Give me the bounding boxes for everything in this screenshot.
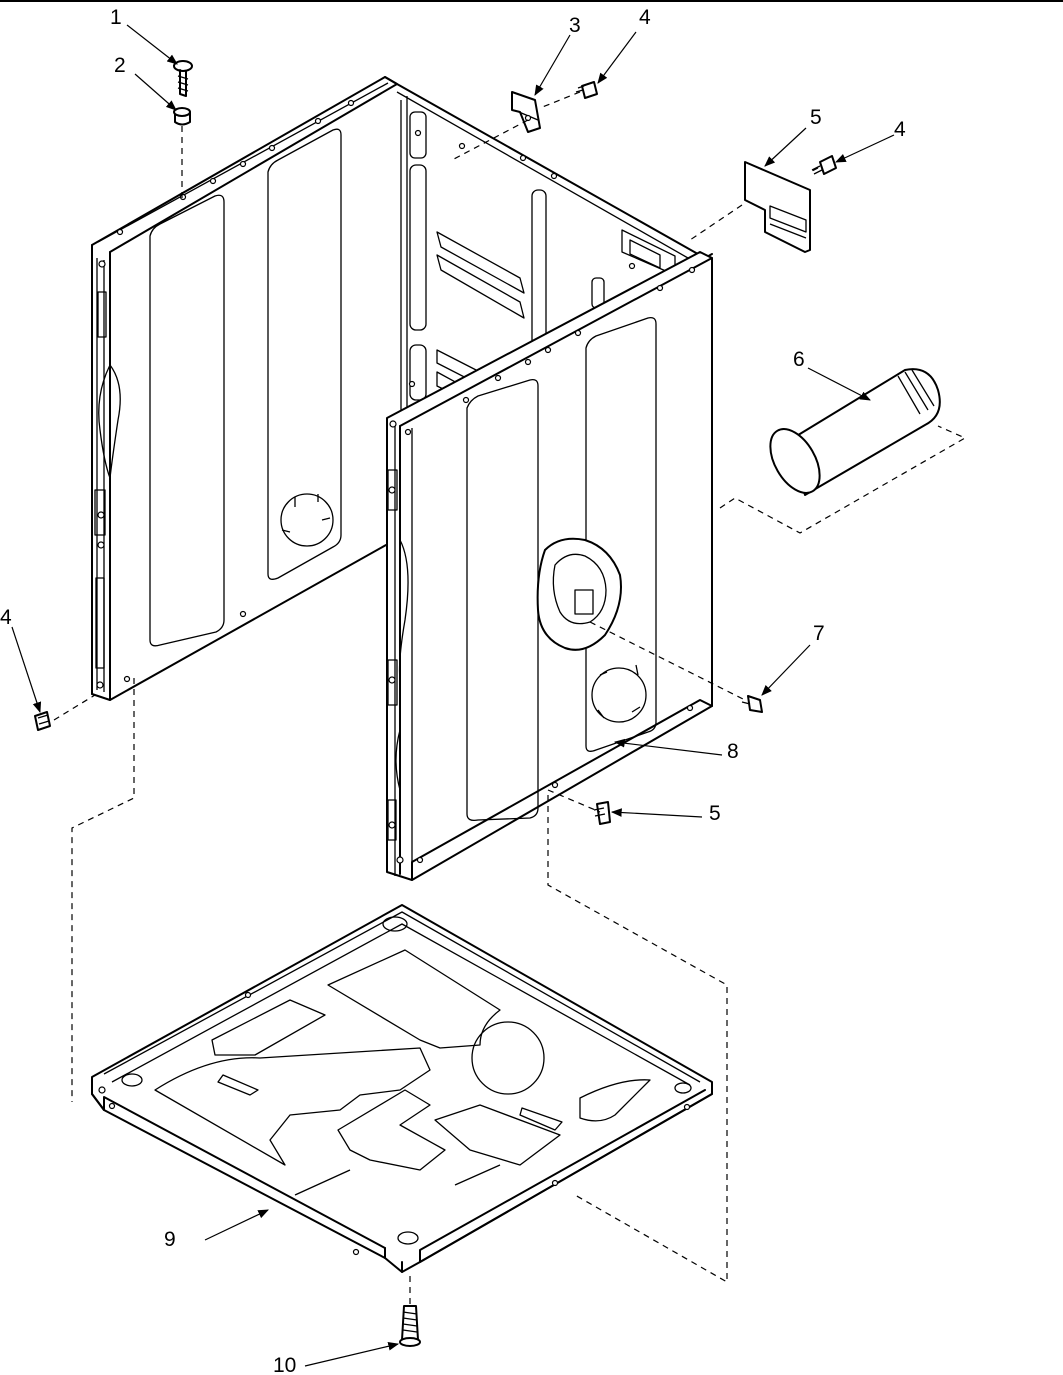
leader-lines: [11, 24, 895, 1367]
callout-9: 9: [164, 1228, 176, 1251]
callout-4: 4: [0, 606, 12, 629]
callout-8: 8: [727, 740, 739, 763]
duct-part-6: [769, 368, 941, 496]
screw-part-4-right: [811, 155, 837, 175]
cabinet-wrap: [91, 76, 713, 701]
leveling-leg-part-10: [399, 1305, 421, 1347]
callout-2: 2: [114, 54, 126, 77]
screw-part-5-lower: [593, 801, 611, 825]
callout-7: 7: [813, 622, 825, 645]
callout-6: 6: [793, 348, 805, 371]
callout-3: 3: [569, 14, 581, 37]
bracket-part-3: [511, 91, 541, 133]
grommet-part-2: [173, 107, 191, 126]
callout-5: 5: [709, 802, 721, 825]
callout-1: 1: [110, 6, 122, 29]
base-part-9: [91, 904, 713, 1273]
cover-plate-part-5: [744, 161, 811, 253]
screw-part-7: [741, 695, 763, 713]
screw-part-4-top: [575, 81, 598, 99]
callout-10: 10: [273, 1354, 296, 1375]
callout-4: 4: [639, 6, 651, 29]
callout-4: 4: [894, 118, 906, 141]
callout-5: 5: [810, 106, 822, 129]
assembly-dashed-lines: [53, 91, 967, 1304]
screw-part-1: [173, 60, 193, 97]
callout-labels: 1 2 3 4 5 4 6 4 7 8 5 9 10: [0, 6, 906, 1375]
right-side-panel: [386, 251, 713, 881]
screw-part-4-left: [34, 711, 51, 731]
